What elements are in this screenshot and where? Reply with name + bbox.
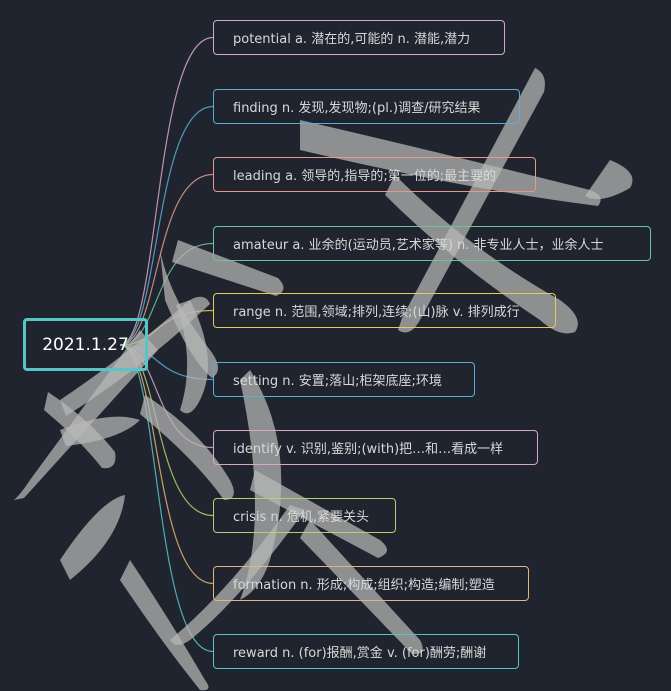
word-node-crisis[interactable]: crisis n. 危机,紧要关头 [213, 498, 396, 533]
word-node-potential[interactable]: potential a. 潜在的,可能的 n. 潜能,潜力 [213, 20, 505, 55]
word-node-range[interactable]: range n. 范围,领域;排列,连续;(山)脉 v. 排列成行 [213, 293, 556, 328]
word-node-reward[interactable]: reward n. (for)报酬,赏金 v. (for)酬劳;酬谢 [213, 634, 519, 669]
root-node[interactable]: 2021.1.27 [23, 318, 148, 371]
word-node-leading[interactable]: leading a. 领导的,指导的;第一位的;最主要的 [213, 157, 536, 192]
word-node-setting[interactable]: setting n. 安置;落山;柜架底座;环境 [213, 362, 475, 397]
word-node-finding[interactable]: finding n. 发现,发现物;(pl.)调查/研究结果 [213, 89, 520, 124]
word-node-identify[interactable]: identify v. 识别,鉴别;(with)把…和…看成一样 [213, 430, 538, 465]
word-node-formation[interactable]: formation n. 形成;构成;组织;构造;编制;塑造 [213, 566, 529, 601]
word-node-amateur[interactable]: amateur a. 业余的(运动员,艺术家等) n. 非专业人士，业余人士 [213, 226, 651, 261]
connector-line [119, 344, 214, 653]
